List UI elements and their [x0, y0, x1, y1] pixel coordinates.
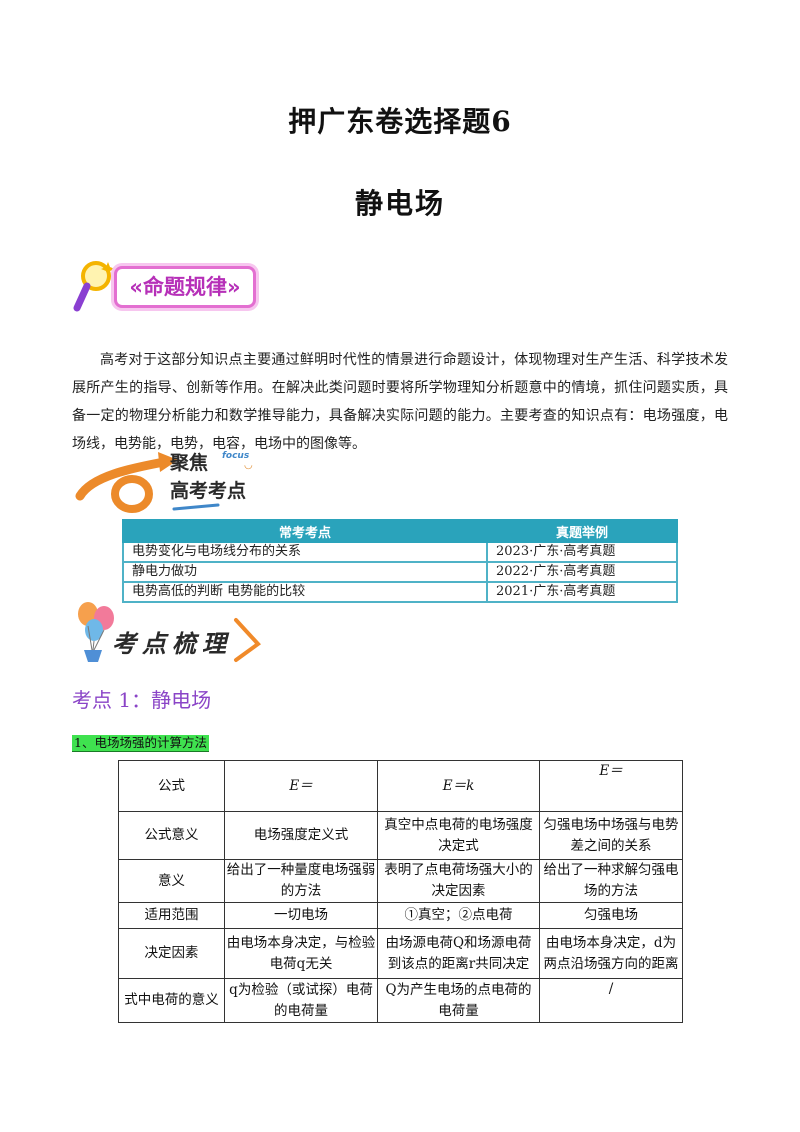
section-heading: 考点 1：静电场 [72, 688, 212, 712]
example-cell: 2021·广东·高考真题 [486, 581, 678, 603]
magnifier-icon [73, 261, 115, 312]
formula-cell: E＝k [377, 760, 540, 812]
table-row: 公式意义 电场强度定义式 真空中点电荷的电场强度决定式 匀强电场中场强与电势差之… [118, 811, 683, 860]
table-cell: 给出了一种量度电场强弱的方法 [224, 859, 378, 903]
table-row: 意义 给出了一种量度电场强弱的方法 表明了点电荷场强大小的决定因素 给出了一种求… [118, 859, 683, 903]
key-point-cell: 电势变化与电场线分布的关系 [122, 541, 488, 563]
key-points-table: 常考考点 真题举例 电势变化与电场线分布的关系 2023·广东·高考真题 静电力… [122, 519, 678, 603]
intro-paragraph: 高考对于这部分知识点主要通过鲜明时代性的情景进行命题设计，体现物理对生产生活、科… [72, 352, 728, 452]
swirl-arrow-icon [75, 452, 178, 513]
focus-word: focus [222, 451, 250, 461]
table-row: 式中电荷的意义 q为检验（或试探）电荷的电荷量 Q为产生电场的点电荷的电荷量 / [118, 978, 683, 1023]
document-title: 押广东卷选择题6 [288, 105, 512, 138]
formula-cell: E＝ [539, 760, 683, 812]
table-cell: 匀强电场 [539, 902, 683, 929]
row-label: 决定因素 [118, 928, 225, 979]
table-cell: 由场源电荷Q和场源电荷到该点的距离r共同决定 [377, 928, 540, 979]
header-key-point: 常考考点 [122, 519, 488, 543]
focus-banner-line1: 聚焦 [170, 452, 209, 474]
table-row: 适用范围 一切电场 ①真空；②点电荷 匀强电场 [118, 902, 683, 929]
row-label: 公式意义 [118, 811, 225, 860]
table-row: 电势高低的判断 电势能的比较 2021·广东·高考真题 [122, 581, 678, 603]
subsection-heading: 1、电场场强的计算方法 [72, 735, 209, 752]
field-strength-table: 公式 E＝ E＝k E＝ 公式意义 电场强度定义式 真空中点电荷的电场强度决定式… [118, 760, 683, 1023]
example-cell: 2022·广东·高考真题 [486, 561, 678, 583]
key-point-cell: 静电力做功 [122, 561, 488, 583]
table-cell: 由电场本身决定，d为两点沿场强方向的距离 [539, 928, 683, 979]
formula-cell: E＝ [224, 760, 378, 812]
table-row: 电势变化与电场线分布的关系 2023·广东·高考真题 [122, 541, 678, 563]
header-example: 真题举例 [486, 519, 678, 543]
table-row: 决定因素 由电场本身决定，与检验电荷q无关 由场源电荷Q和场源电荷到该点的距离r… [118, 928, 683, 979]
table-cell: 真空中点电荷的电场强度决定式 [377, 811, 540, 860]
table-cell: q为检验（或试探）电荷的电荷量 [224, 978, 378, 1023]
example-cell: 2023·广东·高考真题 [486, 541, 678, 563]
review-banner: 考点梳理 [112, 630, 232, 658]
row-label: 适用范围 [118, 902, 225, 929]
table-cell: 电场强度定义式 [224, 811, 378, 860]
table-header-row: 常考考点 真题举例 [122, 519, 678, 543]
table-cell: 一切电场 [224, 902, 378, 929]
balloons-icon [78, 602, 114, 662]
smile-icon: ◡ [244, 460, 253, 471]
table-cell: 由电场本身决定，与检验电荷q无关 [224, 928, 378, 979]
table-row: 公式 E＝ E＝k E＝ [118, 760, 683, 812]
table-cell: ①真空；②点电荷 [377, 902, 540, 929]
document-subtitle: 静电场 [354, 187, 445, 220]
row-label: 公式 [118, 760, 225, 812]
row-label: 意义 [118, 859, 225, 903]
underline-decoration [172, 503, 220, 511]
table-cell: / [539, 978, 683, 1023]
table-cell: 匀强电场中场强与电势差之间的关系 [539, 811, 683, 860]
table-row: 静电力做功 2022·广东·高考真题 [122, 561, 678, 583]
table-cell: 表明了点电荷场强大小的决定因素 [377, 859, 540, 903]
key-point-cell: 电势高低的判断 电势能的比较 [122, 581, 488, 603]
rules-banner: «命题规律» [114, 266, 256, 308]
table-cell: Q为产生电场的点电荷的电荷量 [377, 978, 540, 1023]
row-label: 式中电荷的意义 [118, 978, 225, 1023]
table-cell: 给出了一种求解匀强电场的方法 [539, 859, 683, 903]
focus-banner-line2: 高考考点 [170, 480, 247, 502]
pencil-stroke-icon [234, 618, 261, 662]
